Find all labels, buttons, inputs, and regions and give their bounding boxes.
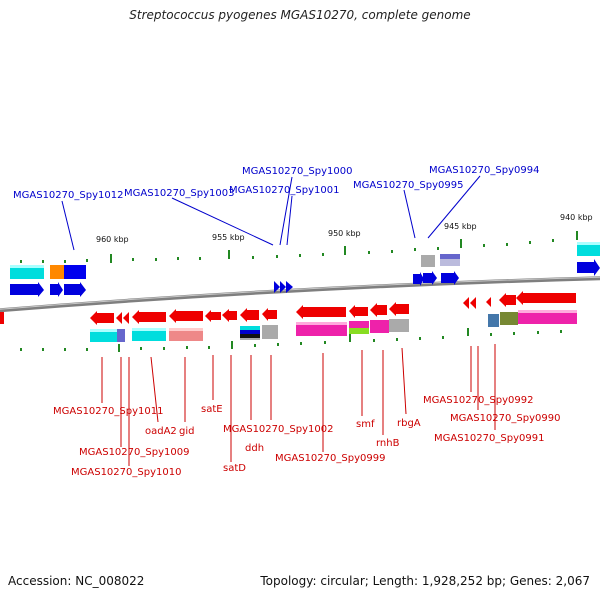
gene-label-gid: gid [179, 426, 194, 437]
genome-backbone [0, 276, 600, 313]
bottom-scale-ticks [20, 328, 562, 352]
top-scale-ticks [20, 231, 578, 263]
forward-gene [577, 259, 600, 276]
reverse-gene [296, 305, 346, 319]
genome-summary: Topology: circular; Length: 1,928,252 bp… [260, 574, 590, 588]
gene-label-sate: satE [201, 404, 223, 415]
scale-label-955: 955 kbp [212, 233, 245, 242]
gene-label-spy1003: MGAS10270_Spy1003 [124, 188, 234, 199]
reverse-gene [90, 311, 114, 325]
reverse-gene [169, 309, 203, 323]
forward-gene [10, 282, 44, 297]
gene-label-smf: smf [356, 419, 375, 430]
reverse-annotations [90, 310, 577, 342]
scale-label-945: 945 kbp [444, 222, 477, 231]
gene-label-spy1002: MGAS10270_Spy1002 [223, 424, 333, 435]
forward-gene [50, 282, 63, 297]
forward-gene [441, 271, 459, 285]
gene-label-spy0990: MGAS10270_Spy0990 [450, 413, 560, 424]
gene-label-spy1010: MGAS10270_Spy1010 [71, 467, 181, 478]
gene-label-spy0999: MGAS10270_Spy0999 [275, 453, 385, 464]
reverse-gene [389, 302, 409, 316]
reverse-gene [116, 312, 122, 324]
gene-label-rnhb: rnhB [376, 438, 400, 449]
forward-gene [64, 282, 86, 297]
reverse-gene [222, 309, 237, 322]
forward-genes [10, 259, 600, 297]
reverse-genes [0, 291, 576, 325]
forward-gene [274, 281, 280, 293]
forward-gene [286, 281, 293, 293]
scale-label-950: 950 kbp [328, 229, 361, 238]
gene-label-spy1011: MGAS10270_Spy1011 [53, 406, 163, 417]
gene-label-satd: satD [223, 463, 246, 474]
accession-label: Accession: NC_008022 [8, 574, 145, 588]
reverse-gene [262, 308, 277, 321]
reverse-gene [123, 312, 129, 324]
reverse-gene [463, 297, 469, 309]
gene-label-spy0991: MGAS10270_Spy0991 [434, 433, 544, 444]
gene-label-ddh: ddh [245, 443, 264, 454]
reverse-gene [205, 310, 221, 322]
reverse-gene [486, 297, 491, 307]
gene-label-rbga: rbgA [397, 418, 421, 429]
scale-label-940: 940 kbp [560, 213, 593, 222]
reverse-callout-lines [101, 344, 496, 466]
reverse-gene [349, 305, 368, 318]
reverse-gene [370, 303, 387, 317]
gene-label-spy0995: MGAS10270_Spy0995 [353, 180, 463, 191]
reverse-gene [0, 312, 4, 324]
gene-label-spy1001: MGAS10270_Spy1001 [229, 185, 339, 196]
reverse-gene [516, 291, 576, 305]
forward-annotations [10, 242, 600, 279]
gene-label-oada2: oadA2 [145, 426, 177, 437]
gene-label-spy1012: MGAS10270_Spy1012 [13, 190, 123, 201]
genome-title: Streptococcus pyogenes MGAS10270, comple… [129, 8, 471, 22]
reverse-gene [470, 297, 476, 309]
forward-callout-lines [61, 175, 481, 251]
gene-label-spy0994: MGAS10270_Spy0994 [429, 165, 539, 176]
reverse-gene [499, 293, 516, 307]
forward-gene [280, 281, 286, 293]
gene-label-spy1000: MGAS10270_Spy1000 [242, 166, 352, 177]
gene-label-spy0992: MGAS10270_Spy0992 [423, 395, 533, 406]
reverse-gene [132, 310, 166, 324]
scale-label-960: 960 kbp [96, 235, 129, 244]
gene-label-spy1009: MGAS10270_Spy1009 [79, 447, 189, 458]
forward-gene [423, 271, 437, 285]
reverse-gene [240, 308, 259, 322]
forward-gene [413, 272, 424, 286]
